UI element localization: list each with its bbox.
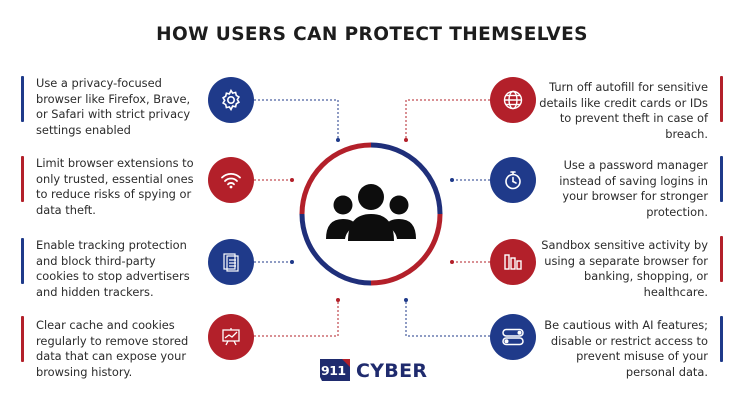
wifi-icon [221,173,241,189]
badge [490,157,536,203]
tip-disable-autofill: Turn off autofill for sensitive details … [539,80,708,141]
globe-icon [503,90,523,110]
presentation-board-icon [222,328,240,346]
badge [208,77,254,123]
gear-icon [221,88,241,112]
page-title: HOW USERS CAN PROTECT THEMSELVES [156,24,588,45]
logo-name: CYBER [356,360,428,382]
accent-bar [720,156,723,202]
accent-bar [21,238,24,284]
brand-logo: 911 CYBER [318,356,427,386]
center-ring-arcs [299,142,443,286]
accent-bar [21,76,24,122]
accent-bar [21,316,24,362]
tip-tracking-protection: Enable tracking protection and block thi… [36,238,190,299]
badge [208,157,254,203]
stopwatch-icon [505,171,521,190]
users-group-icon [326,184,416,241]
tip-clear-cache: Clear cache and cookies regularly to rem… [36,318,189,379]
bar-chart-icon [504,254,522,270]
accent-bar [720,236,723,282]
tip-ai-features: Be cautious with AI features; disable or… [544,318,708,379]
accent-bar [720,316,723,362]
center-ring [298,141,444,287]
tip-password-manager: Use a password manager instead of saving… [559,158,708,219]
badge [490,239,536,285]
badge [490,314,536,360]
tip-limit-extensions: Limit browser extensions to only trusted… [36,156,194,217]
badge [490,77,536,123]
document-list-icon [223,253,239,272]
badge [208,314,254,360]
toggle-switches-icon [502,328,524,346]
accent-bar [21,156,24,202]
tip-sandbox-activity: Sandbox sensitive activity by using a se… [541,238,708,299]
tip-privacy-browser: Use a privacy-focused browser like Firef… [36,76,191,137]
logo-mark: 911 [318,357,352,385]
badge [208,239,254,285]
accent-bar [720,76,723,122]
